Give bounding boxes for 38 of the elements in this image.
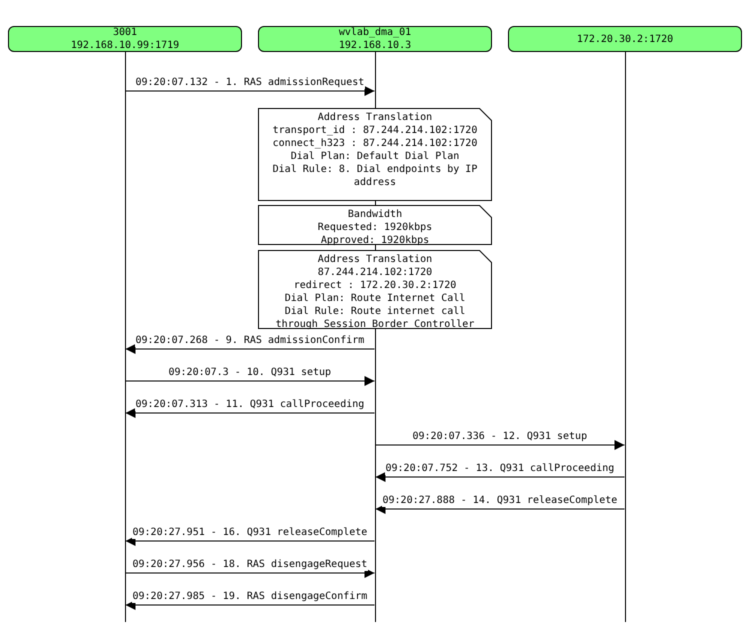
- participant-label: 192.168.10.99:1719: [70, 39, 180, 52]
- note-text: Dial Plan: Default Dial Plan: [290, 150, 460, 163]
- note-text: Dial Plan: Route Internet Call: [284, 292, 466, 305]
- message-arrow: [375, 504, 625, 514]
- message-arrow: [125, 536, 375, 546]
- message-label: 09:20:07.132 - 1. RAS admissionRequest: [134, 77, 366, 89]
- message-arrow: [125, 568, 375, 578]
- message-arrow: [125, 344, 375, 354]
- message-arrow: [375, 472, 625, 482]
- message-label: 09:20:07.3 - 10. Q931 setup: [168, 367, 332, 379]
- message-arrow: [125, 600, 375, 610]
- note-text: 87.244.214.102:1720: [316, 266, 434, 279]
- message-arrow: [125, 86, 375, 96]
- participant-label: wvlab_dma_01: [338, 26, 412, 39]
- message-label: 09:20:07.313 - 11. Q931 callProceeding: [134, 399, 366, 411]
- note-text: Dial Rule: Route internet call through Session Border Controller: [274, 305, 476, 331]
- message-label: 09:20:07.336 - 12. Q931 setup: [412, 431, 588, 443]
- message-arrow: [125, 376, 375, 386]
- participant-label: 172.20.30.2:1720: [576, 32, 674, 46]
- message-label: 09:20:07.752 - 13. Q931 callProceeding: [384, 463, 616, 475]
- message-label: 09:20:27.951 - 16. Q931 releaseComplete: [132, 527, 368, 539]
- participant-label: 192.168.10.3: [338, 39, 412, 52]
- note-text: Address Translation: [316, 111, 434, 124]
- participant-label: 3001: [112, 26, 138, 39]
- message-label: 09:20:07.268 - 9. RAS admissionConfirm: [134, 335, 366, 347]
- note-text: Dial Rule: 8. Dial endpoints by IP address: [272, 163, 478, 189]
- note-text: Bandwidth: [346, 208, 404, 221]
- message-label: 09:20:27.985 - 19. RAS disengageConfirm: [132, 591, 368, 603]
- note-text: transport_id : 87.244.214.102:1720: [272, 124, 478, 137]
- message-arrow: [125, 408, 375, 418]
- message-arrow: [375, 440, 625, 450]
- note-text: Address Translation: [316, 253, 434, 266]
- note-text: redirect : 172.20.30.2:1720: [292, 279, 458, 292]
- note-text: Requested: 1920kbps: [316, 221, 434, 234]
- note-text: Approved: 1920kbps: [320, 234, 430, 247]
- message-label: 09:20:27.956 - 18. RAS disengageRequest: [132, 559, 368, 571]
- note-text: connect_h323 : 87.244.214.102:1720: [272, 137, 478, 150]
- message-label: 09:20:27.888 - 14. Q931 releaseComplete: [382, 495, 618, 507]
